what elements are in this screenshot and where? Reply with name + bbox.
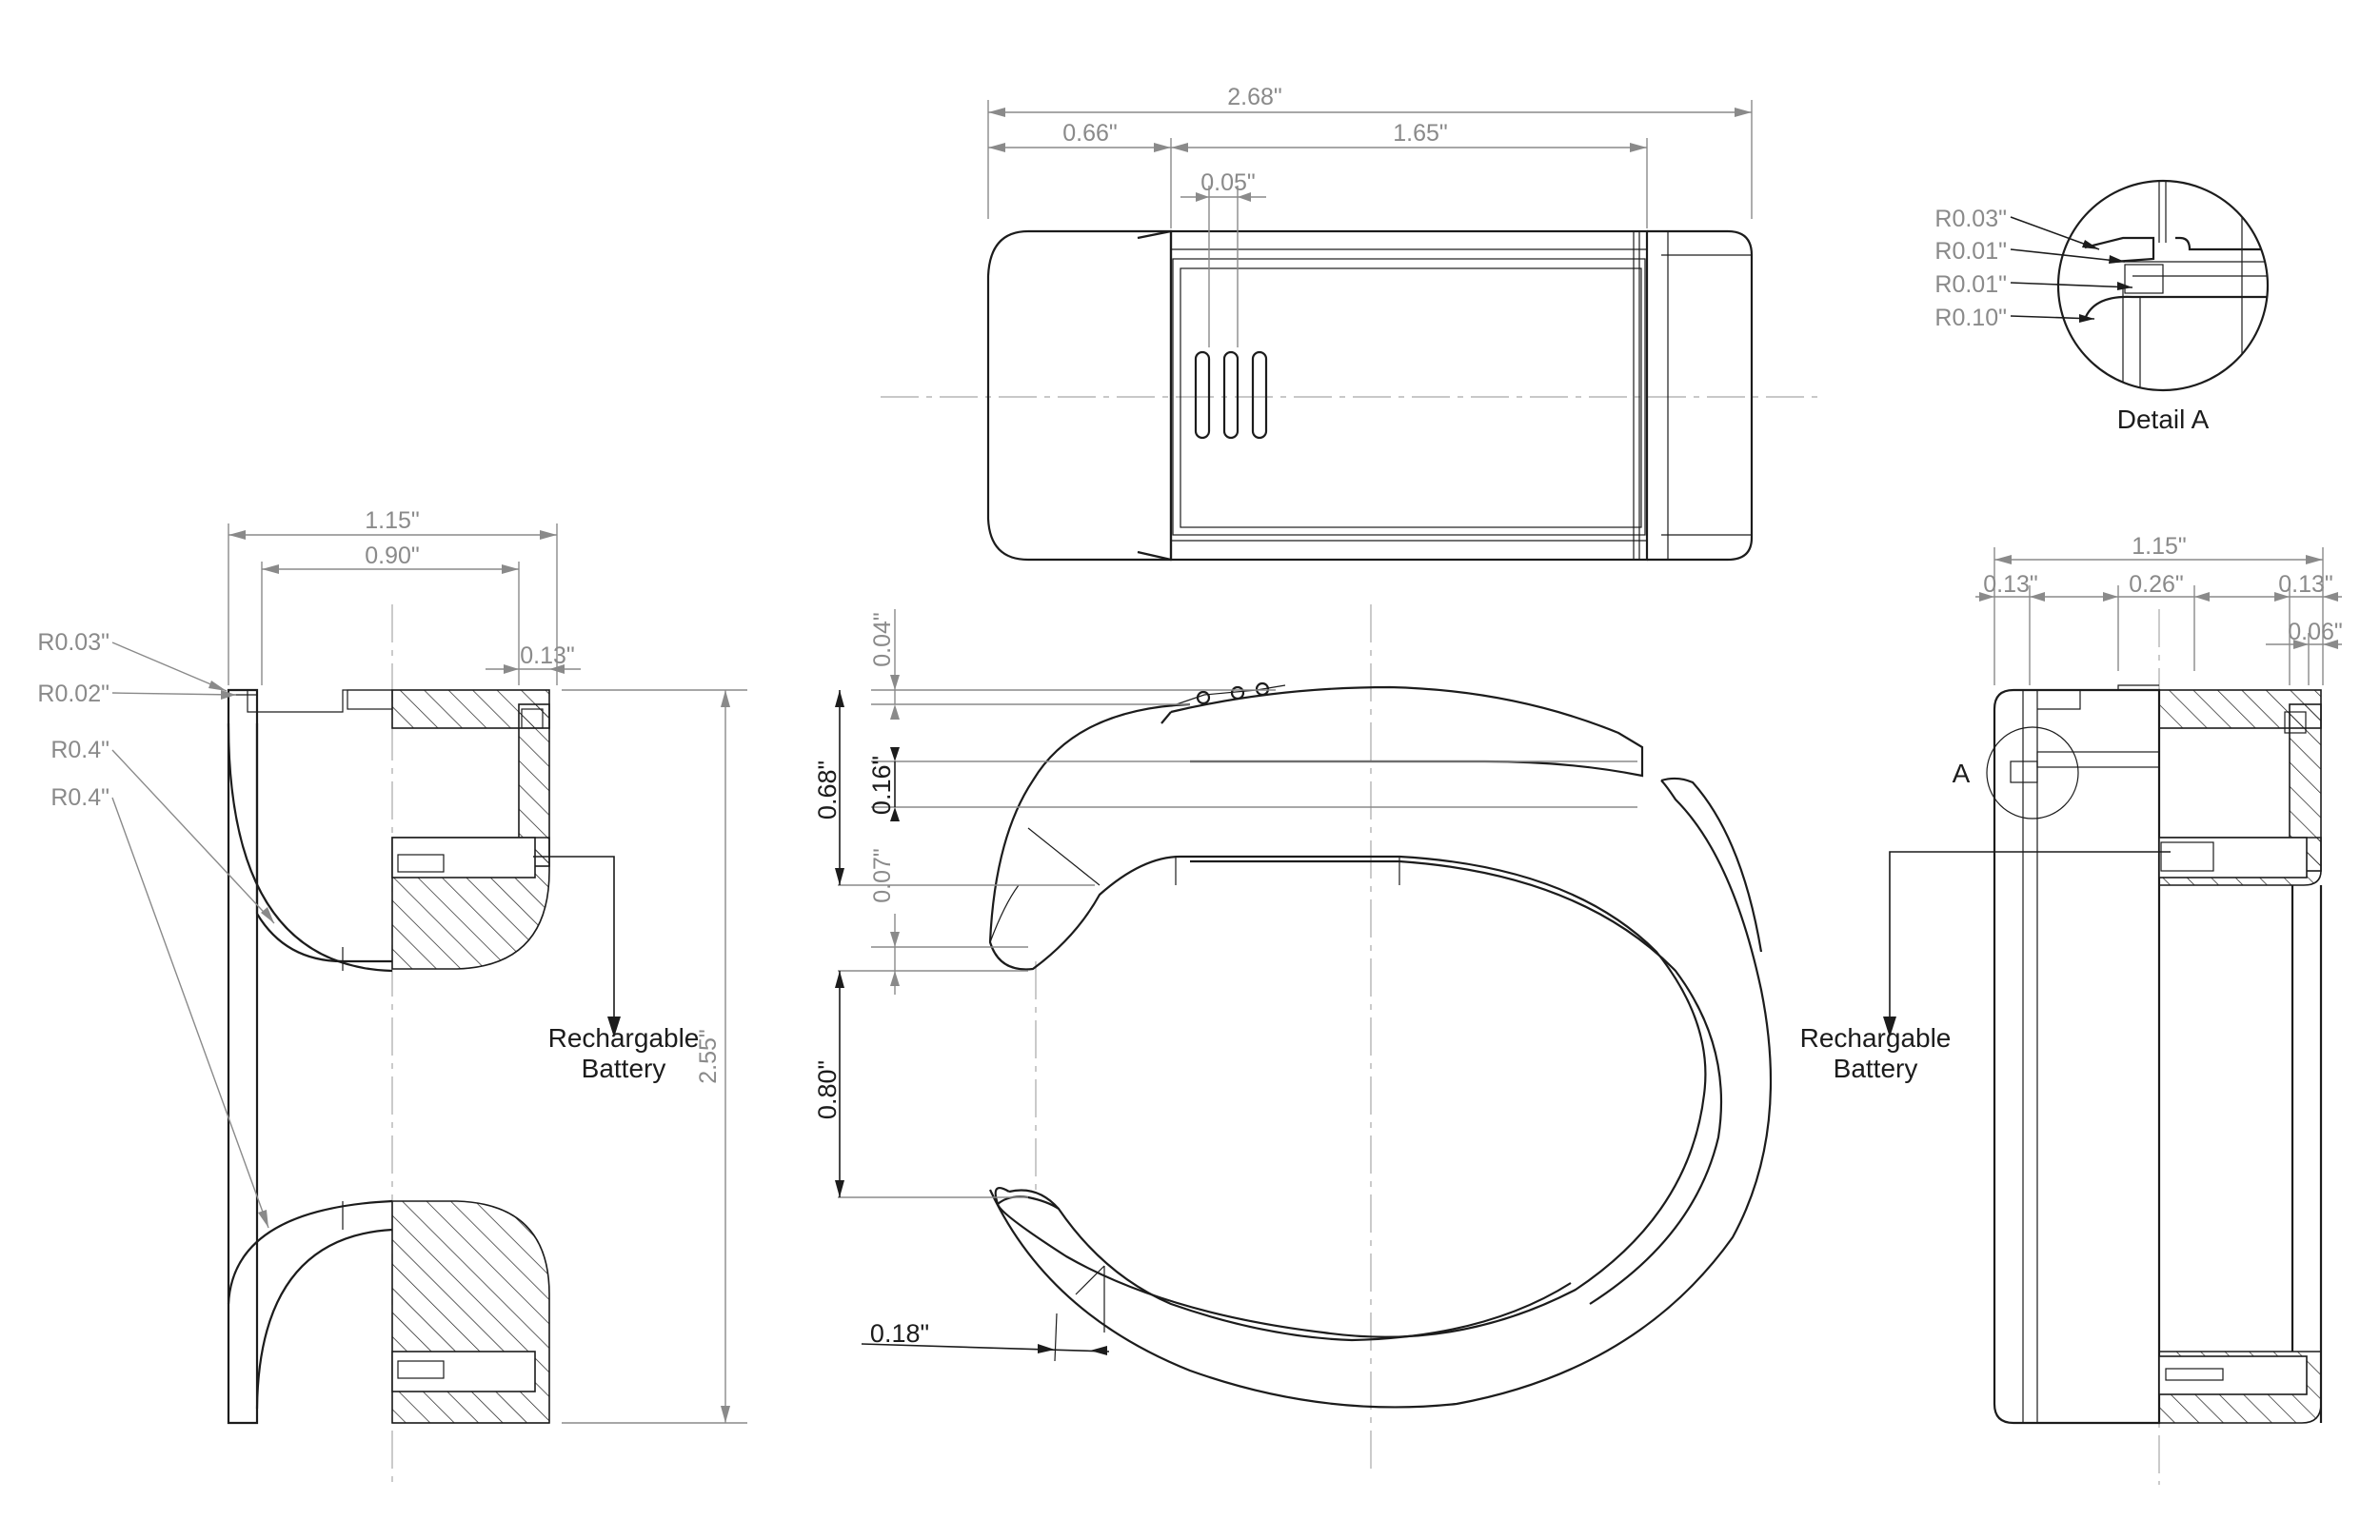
slot-3	[1251, 350, 1268, 440]
detail-radius-4: R0.10"	[1934, 305, 2007, 331]
top-view-band-outline	[1169, 229, 1649, 562]
dim-left-segment: 0.66"	[1062, 120, 1118, 147]
right-battery-label-1: Rechargable	[1800, 1023, 1952, 1053]
right-view: A Rechargable Battery 1.15" 0.13" 0.26" …	[1800, 533, 2343, 1485]
left-dim-inner-width: 0.90"	[365, 543, 420, 569]
right-dim-overall-width: 1.15"	[2132, 533, 2187, 560]
detail-a-marker-circle	[1986, 726, 2079, 819]
dim-band-thickness: 0.16"	[867, 756, 896, 815]
right-dim-center-width: 0.26"	[2129, 571, 2184, 598]
right-dim-left-wall: 0.13"	[1983, 571, 2038, 598]
dim-overall-width: 2.68"	[1227, 84, 1282, 110]
dim-right-segment: 1.65"	[1393, 120, 1448, 147]
slot-2	[1222, 350, 1240, 440]
top-view-body-outline	[986, 229, 1173, 562]
detail-radius-1: R0.03"	[1934, 206, 2007, 232]
detail-radius-3: R0.01"	[1934, 271, 2007, 298]
left-battery-label-2: Battery	[582, 1054, 666, 1083]
left-radius-4: R0.4"	[50, 784, 109, 811]
left-radius-2: R0.02"	[37, 681, 109, 707]
front-view: 0.68" 0.04" 0.16" 0.07" 0.80" 0.18"	[813, 604, 1773, 1475]
detail-a-marker-label: A	[1953, 759, 1971, 788]
left-view: Rechargable Battery 1.15" 0.90" 0.13" 2.…	[37, 507, 747, 1485]
left-dim-wall: 0.13"	[520, 642, 575, 669]
detail-a-title: Detail A	[2117, 405, 2210, 434]
detail-a: R0.03" R0.01" R0.01" R0.10" Detail A	[1934, 179, 2270, 434]
left-dim-overall-width: 1.15"	[365, 507, 420, 534]
dim-slot-spacing: 0.05"	[1200, 169, 1256, 196]
right-dim-right-wall: 0.13"	[2278, 571, 2333, 598]
right-dim-lip: 0.06"	[2288, 619, 2343, 645]
left-radius-3: R0.4"	[50, 737, 109, 763]
dim-top-offset: 0.04"	[869, 612, 896, 667]
top-view: 2.68" 0.66" 1.65" 0.05"	[881, 84, 1823, 562]
right-battery-label-2: Battery	[1834, 1054, 1918, 1083]
left-battery-label-1: Rechargable	[548, 1023, 700, 1053]
dim-lower-gap: 0.07"	[869, 848, 896, 903]
left-dim-height: 2.55"	[695, 1029, 722, 1084]
band-outer	[988, 702, 1707, 1338]
left-radius-1: R0.03"	[37, 629, 109, 656]
dim-tip-thickness: 0.18"	[870, 1319, 929, 1348]
slot-1	[1194, 350, 1211, 440]
detail-radius-2: R0.01"	[1934, 238, 2007, 265]
dim-body-height: 0.68"	[813, 760, 842, 819]
dim-opening: 0.80"	[813, 1060, 842, 1119]
detail-a-circle	[2056, 179, 2270, 392]
